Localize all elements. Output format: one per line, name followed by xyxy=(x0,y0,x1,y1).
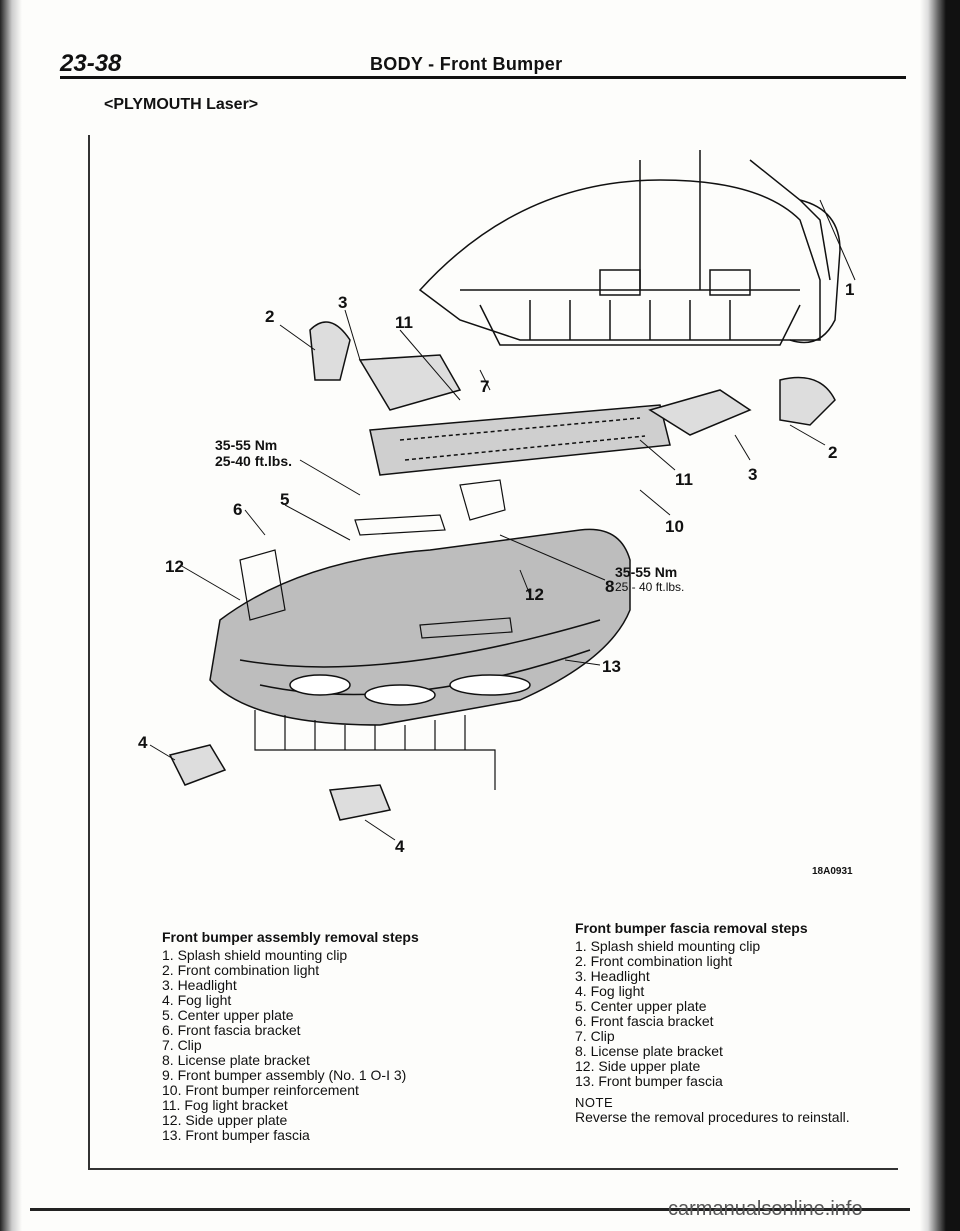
callout-13: 13 xyxy=(602,657,621,676)
callout-10: 10 xyxy=(665,517,684,536)
fascia-steps-heading: Front bumper fascia removal steps xyxy=(575,920,808,936)
callout-6: 6 xyxy=(233,500,242,519)
list-item: 13. Front bumper fascia xyxy=(162,1127,310,1143)
callout-2-left: 2 xyxy=(265,307,274,326)
page-left-edge xyxy=(0,0,22,1231)
list-item: 6. Front fascia bracket xyxy=(575,1013,714,1029)
list-item: 12. Side upper plate xyxy=(575,1058,701,1074)
list-item: 9. Front bumper assembly (No. 1 O-I 3) xyxy=(162,1067,407,1083)
list-item: 2. Front combination light xyxy=(575,953,733,969)
torque-left-ftlbs: 25-40 ft.lbs. xyxy=(215,453,292,469)
plates-and-brackets xyxy=(239,479,513,639)
list-item: 8. License plate bracket xyxy=(162,1052,310,1068)
note-label: NOTE xyxy=(575,1095,614,1110)
list-item: 3. Headlight xyxy=(575,968,650,984)
callout-4-right: 4 xyxy=(395,837,405,856)
torque-right-ftlbs: 25 - 40 ft.lbs. xyxy=(615,580,684,594)
model-label: <PLYMOUTH Laser> xyxy=(104,96,259,113)
callout-5: 5 xyxy=(280,490,289,509)
list-item: 10. Front bumper reinforcement xyxy=(162,1082,359,1098)
callout-2-right: 2 xyxy=(828,443,837,462)
assembly-steps-heading: Front bumper assembly removal steps xyxy=(162,929,419,945)
figure-reference-code: 18A0931 xyxy=(812,866,853,877)
callout-11-left: 11 xyxy=(395,313,413,332)
fascia-removal-steps: Front bumper fascia removal steps 1. Spl… xyxy=(575,921,850,1125)
callout-11-right: 11 xyxy=(675,470,693,489)
list-item: 8. License plate bracket xyxy=(575,1043,723,1059)
headlight-assemblies xyxy=(309,321,836,436)
bumper-support-grid xyxy=(254,710,496,790)
torque-left-nm: 35-55 Nm xyxy=(215,437,277,453)
list-item: 12. Side upper plate xyxy=(162,1112,288,1128)
callout-3-left: 3 xyxy=(338,293,347,312)
torque-spec-left: 35-55 Nm 25-40 ft.lbs. xyxy=(215,437,292,469)
assembly-removal-steps: Front bumper assembly removal steps 1. S… xyxy=(162,930,419,1143)
fog-lights xyxy=(168,744,392,821)
callout-leaders xyxy=(149,199,856,841)
page-bottom-rule xyxy=(30,1208,910,1211)
list-item: 5. Center upper plate xyxy=(162,1007,294,1023)
list-item: 13. Front bumper fascia xyxy=(575,1073,723,1089)
list-item: 7. Clip xyxy=(162,1037,202,1053)
watermark: carmanualsonline.info xyxy=(668,1198,863,1220)
note-text: Reverse the removal procedures to reinst… xyxy=(575,1109,850,1125)
callout-numbers: 1 2 3 11 7 2 11 3 10 8 12 12 13 4 4 6 5 xyxy=(138,280,854,856)
list-item: 7. Clip xyxy=(575,1028,615,1044)
list-item: 2. Front combination light xyxy=(162,962,320,978)
page-number: 23-38 xyxy=(60,50,122,77)
list-item: 6. Front fascia bracket xyxy=(162,1022,301,1038)
callout-12-left: 12 xyxy=(165,557,184,576)
callout-4-left: 4 xyxy=(138,733,148,752)
callout-8: 8 xyxy=(605,577,614,596)
callout-12-right: 12 xyxy=(525,585,544,604)
page-right-edge xyxy=(920,0,960,1231)
callout-7: 7 xyxy=(480,377,489,396)
list-item: 5. Center upper plate xyxy=(575,998,707,1014)
list-item: 3. Headlight xyxy=(162,977,237,993)
header-rule xyxy=(60,76,906,79)
frame-left-rule xyxy=(88,135,90,1170)
frame-bottom-rule xyxy=(88,1168,898,1170)
bumper-exploded-diagram: 1 2 3 11 7 2 11 3 10 8 12 12 13 4 4 6 5 … xyxy=(138,150,856,856)
list-item: 4. Fog light xyxy=(575,983,645,999)
bumper-reinforcement xyxy=(369,404,671,476)
torque-spec-right: 35-55 Nm 25 - 40 ft.lbs. xyxy=(615,564,684,594)
list-item: 1. Splash shield mounting clip xyxy=(575,938,761,954)
vehicle-front-body xyxy=(418,150,841,346)
callout-1: 1 xyxy=(845,280,854,299)
list-item: 4. Fog light xyxy=(162,992,232,1008)
callout-3-right: 3 xyxy=(748,465,757,484)
list-item: 11. Fog light bracket xyxy=(162,1097,288,1113)
torque-right-nm: 35-55 Nm xyxy=(615,564,677,580)
page-title: BODY - Front Bumper xyxy=(370,54,563,74)
list-item: 1. Splash shield mounting clip xyxy=(162,947,348,963)
